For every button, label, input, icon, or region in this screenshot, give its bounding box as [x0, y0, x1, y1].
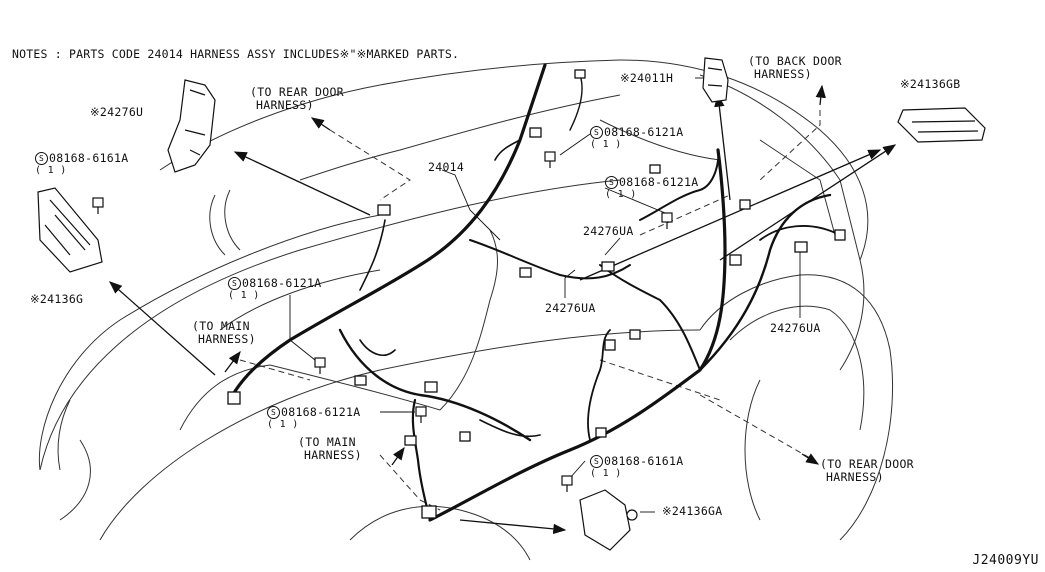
s-symbol-icon: S: [228, 277, 241, 290]
bolt-icon: [561, 475, 573, 492]
bolt-icon: [661, 212, 673, 229]
part-24136GB-icon: [897, 107, 986, 143]
s-symbol-icon: S: [590, 455, 603, 468]
vehicle-body-outline: [38, 59, 893, 561]
bolt-icon: [314, 357, 326, 374]
label-24276UA-a: 24276UA: [583, 224, 634, 238]
label-leaders: [289, 77, 801, 513]
harness-connectors: [227, 69, 846, 519]
s-symbol-icon: S: [267, 406, 280, 419]
s-symbol-icon: S: [590, 126, 603, 139]
label-24014: 24014: [428, 160, 465, 174]
label-24276UA-b: 24276UA: [545, 301, 596, 315]
main-harness: [228, 63, 841, 522]
bolt-icon: [544, 151, 556, 168]
s-symbol-icon: S: [35, 152, 48, 165]
label-24136GA: ※24136GA: [662, 504, 723, 518]
label-24276U: ※24276U: [90, 105, 144, 119]
part-24136GA-icon: [579, 489, 638, 551]
label-24136GB: ※24136GB: [900, 77, 961, 91]
bolt-icon: [92, 197, 104, 214]
label-24136G: ※24136G: [30, 292, 84, 306]
bolt-icons: [92, 151, 673, 492]
label-24011H: ※24011H: [620, 71, 674, 85]
figure-id: J24009YU: [972, 553, 1039, 568]
dashed-leaders: [239, 110, 821, 511]
part-24276U-icon: [167, 79, 216, 173]
part-24011H-icon: [702, 57, 729, 103]
part-24136G-icon: [37, 187, 103, 273]
notes-text: NOTES : PARTS CODE 24014 HARNESS ASSY IN…: [12, 47, 460, 61]
pointer-arrows: [109, 84, 897, 535]
bolt-icon: [415, 406, 427, 423]
s-symbol-icon: S: [605, 176, 618, 189]
label-24276UA-c: 24276UA: [770, 321, 821, 335]
